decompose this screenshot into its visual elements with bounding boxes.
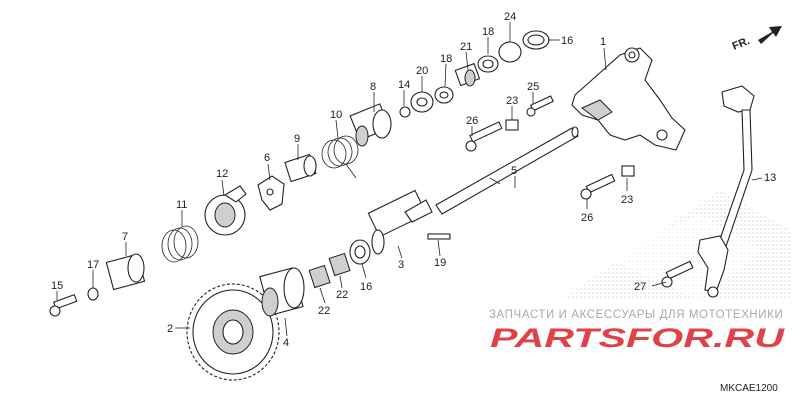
callout-7: 7 (122, 231, 128, 243)
watermark-tagline: ЗАПЧАСТИ И АКСЕССУАРЫ ДЛЯ МОТОТЕХНИКИ (489, 309, 783, 321)
bolt-part-25 (526, 95, 554, 117)
washer-part-17 (87, 287, 99, 301)
washer-part-16-lower (349, 239, 371, 265)
callout-1: 1 (600, 36, 606, 48)
callout-5: 5 (511, 165, 517, 177)
pin-part-23-upper (505, 119, 519, 131)
callout-labels: 1 2 3 4 5 6 7 8 9 10 11 12 13 14 15 16 1… (51, 11, 776, 349)
callout-16-upper: 16 (561, 35, 573, 47)
bolt-part-27 (661, 260, 694, 288)
callout-26-upper: 26 (466, 115, 478, 127)
brand-wing-background (560, 190, 790, 300)
callout-8: 8 (370, 81, 376, 93)
sleeve-part-3 (367, 189, 433, 255)
bushing-part-9 (284, 153, 317, 183)
callout-24: 24 (504, 11, 516, 23)
callout-20: 20 (416, 65, 428, 77)
rod-part-13 (697, 85, 755, 298)
watermark: ЗАПЧАСТИ И АКСЕССУАРЫ ДЛЯ МОТОТЕХНИКИ PA… (489, 309, 786, 353)
bearing-part-21 (454, 62, 481, 87)
gear-part-2 (186, 283, 280, 381)
callout-18-upper: 18 (482, 26, 494, 38)
front-direction-indicator: FR. (731, 26, 782, 53)
callout-26-lower: 26 (581, 212, 593, 224)
front-direction-label: FR. (731, 35, 752, 53)
callout-13: 13 (764, 172, 776, 184)
callout-19: 19 (434, 257, 446, 269)
callout-21: 21 (460, 41, 472, 53)
washer-part-16-upper (522, 30, 550, 50)
callout-9: 9 (294, 133, 300, 145)
shaft-part-5 (435, 126, 579, 215)
callout-4: 4 (283, 337, 289, 349)
ring-part-14 (399, 106, 411, 118)
washer-part-18-upper (477, 55, 499, 73)
callout-6: 6 (264, 152, 270, 164)
front-arrow-icon (758, 26, 782, 44)
ratchet-part-12 (204, 185, 247, 236)
washer-part-20 (410, 91, 434, 113)
callout-22-left: 22 (318, 305, 330, 317)
leader-lines (56, 22, 763, 337)
callout-16-lower: 16 (360, 281, 372, 293)
callout-23-upper: 23 (506, 95, 518, 107)
housing-part-1 (571, 47, 686, 151)
callout-14: 14 (398, 79, 410, 91)
collar-part-7 (105, 253, 146, 291)
callout-12: 12 (216, 168, 228, 180)
callout-11: 11 (176, 199, 187, 211)
callout-27: 27 (634, 281, 646, 293)
washer-part-18-lower (434, 86, 454, 104)
bolt-part-26-lower (580, 173, 616, 200)
pin-part-19 (427, 233, 451, 240)
plate-part-6 (257, 175, 285, 211)
bearing-part-22-left (308, 264, 331, 289)
callout-18-lower: 18 (440, 53, 452, 65)
bearing-part-22-right (328, 252, 351, 277)
hub-part-4 (259, 267, 305, 317)
callout-10: 10 (330, 109, 342, 121)
bolt-part-15 (49, 294, 78, 317)
callout-2: 2 (167, 323, 173, 335)
callout-25: 25 (527, 81, 539, 93)
callout-22-right: 22 (336, 289, 348, 301)
pin-part-23-lower (621, 165, 635, 177)
bolt-part-26-upper (465, 121, 503, 152)
diagram-code: MKCAE1200 (720, 383, 778, 394)
callout-17: 17 (87, 259, 99, 271)
watermark-brand: PARTSFOR.RU (490, 323, 786, 353)
spring-part-10 (321, 135, 359, 179)
callout-23-lower: 23 (621, 194, 633, 206)
collar-part-8 (349, 103, 392, 147)
spring-part-11 (161, 225, 199, 263)
ring-part-24 (498, 41, 522, 63)
callout-3: 3 (398, 259, 404, 271)
callout-15: 15 (51, 280, 63, 292)
